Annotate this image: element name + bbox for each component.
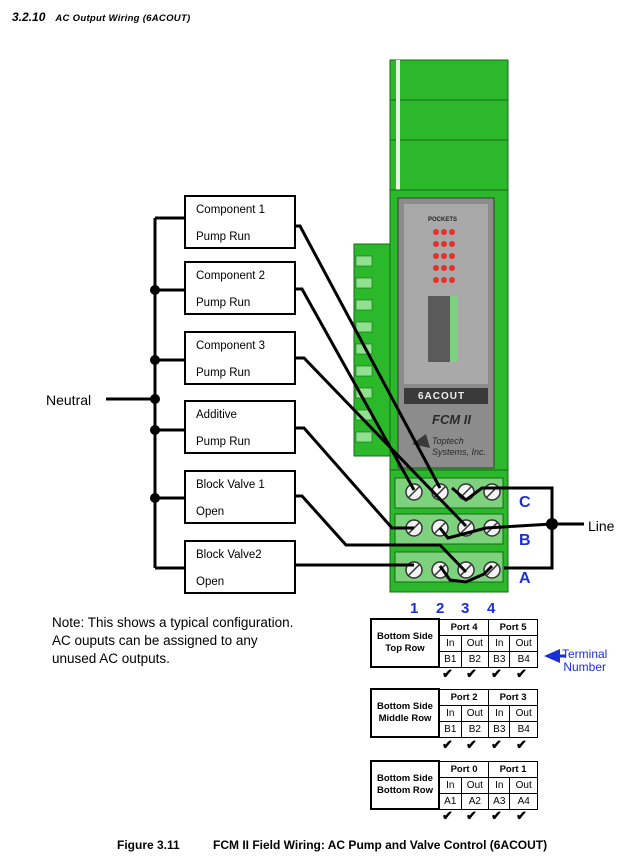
io-cell: Out: [460, 634, 490, 652]
terminal-cell: B4: [509, 650, 538, 668]
io-cell: In: [488, 776, 511, 794]
io-cell: Out: [509, 704, 538, 722]
led-panel-title: POCKETS: [428, 217, 458, 223]
terminal-cell: B1: [438, 720, 462, 738]
component-name: Component 1: [196, 204, 266, 216]
terminal-number: 1: [410, 600, 419, 617]
terminal-cell: B1: [438, 650, 462, 668]
component-name: Block Valve 1: [196, 479, 265, 491]
line-wiring: [438, 486, 584, 584]
terminal-cell: A3: [488, 792, 511, 810]
line-label: Line: [588, 518, 615, 534]
port-header: Port 3: [488, 688, 538, 706]
check-mark: ✔: [491, 808, 502, 823]
terminal-cell: B3: [488, 650, 511, 668]
terminal-cell: B2: [460, 650, 490, 668]
component-box: Component 1 Pump Run: [184, 195, 296, 249]
section-heading: 3.2.10 AC Output Wiring (6ACOUT): [12, 10, 191, 24]
component-name: Additive: [196, 409, 237, 421]
output-wires: [296, 224, 468, 574]
check-mark: ✔: [491, 737, 502, 752]
check-mark: ✔: [491, 666, 502, 681]
check-mark: ✔: [442, 808, 453, 823]
terminal-number: 3: [461, 600, 470, 617]
component-state: Open: [196, 506, 225, 518]
component-box: Block Valve 1 Open: [184, 470, 296, 524]
terminal-cell: A4: [509, 792, 538, 810]
io-cell: Out: [509, 634, 538, 652]
figure-title: FCM II Field Wiring: AC Pump and Valve C…: [213, 838, 548, 852]
terminal-number-label: Terminal Number: [562, 647, 608, 674]
terminal-cell: B2: [460, 720, 490, 738]
terminal-cell: B3: [488, 720, 511, 738]
io-cell: Out: [460, 704, 490, 722]
component-state: Open: [196, 576, 225, 588]
io-cell: Out: [509, 776, 538, 794]
check-mark: ✔: [442, 666, 453, 681]
io-cell: In: [488, 704, 511, 722]
component-name: Block Valve2: [196, 549, 262, 561]
component-name: Component 2: [196, 270, 266, 282]
check-mark: ✔: [516, 737, 527, 752]
io-cell: In: [438, 776, 462, 794]
terminal-cell: A2: [460, 792, 490, 810]
component-box: Block Valve2 Open: [184, 540, 296, 594]
note-line: unused AC outputs.: [52, 651, 170, 666]
io-cell: In: [438, 704, 462, 722]
note-line: AC ouputs can be assigned to any: [52, 633, 258, 648]
check-mark: ✔: [516, 666, 527, 681]
neutral-bus: [106, 216, 184, 570]
component-box: Component 2 Pump Run: [184, 261, 296, 315]
check-mark: ✔: [516, 808, 527, 823]
terminal-number: 2: [436, 600, 445, 617]
port-header: Port 1: [488, 760, 538, 778]
component-state: Pump Run: [196, 436, 251, 448]
component-box: Additive Pump Run: [184, 400, 296, 454]
brand-subtitle: Systems, Inc.: [432, 447, 487, 457]
terminal-number: 4: [487, 600, 496, 617]
check-mark: ✔: [466, 808, 477, 823]
left-connector-block: [353, 243, 393, 457]
check-mark: ✔: [442, 737, 453, 752]
component-state: Pump Run: [196, 297, 251, 309]
configuration-note: Note: This shows a typical configuration…: [52, 614, 293, 668]
component-state: Pump Run: [196, 231, 251, 243]
terminal-cell: A1: [438, 792, 462, 810]
row-letter: A: [519, 570, 531, 587]
io-cell: Out: [460, 776, 490, 794]
row-letter: C: [519, 494, 531, 511]
section-number: 3.2.10: [12, 10, 46, 24]
note-line: Note: This shows a typical configuration…: [52, 615, 294, 630]
figure-caption: Figure 3.11 FCM II Field Wiring: AC Pump …: [117, 838, 547, 852]
fcm-module: [389, 59, 509, 593]
component-box: Component 3 Pump Run: [184, 331, 296, 385]
component-name: Component 3: [196, 340, 266, 352]
port-header: Port 0: [438, 760, 490, 778]
io-cell: In: [488, 634, 511, 652]
figure-number: Figure 3.11: [117, 838, 180, 852]
terminal-cell: B4: [509, 720, 538, 738]
brand-name: Toptech: [432, 436, 464, 446]
io-cell: In: [438, 634, 462, 652]
neutral-label: Neutral: [46, 392, 92, 408]
port-header: Port 4: [438, 618, 490, 636]
port-header: Port 2: [438, 688, 490, 706]
check-mark: ✔: [466, 666, 477, 681]
product-name: FCM II: [432, 412, 471, 427]
check-mark: ✔: [466, 737, 477, 752]
model-label: 6ACOUT: [418, 391, 466, 402]
row-letter: B: [519, 532, 531, 549]
port-header: Port 5: [488, 618, 538, 636]
component-state: Pump Run: [196, 367, 251, 379]
section-title: AC Output Wiring (6ACOUT): [55, 13, 191, 24]
